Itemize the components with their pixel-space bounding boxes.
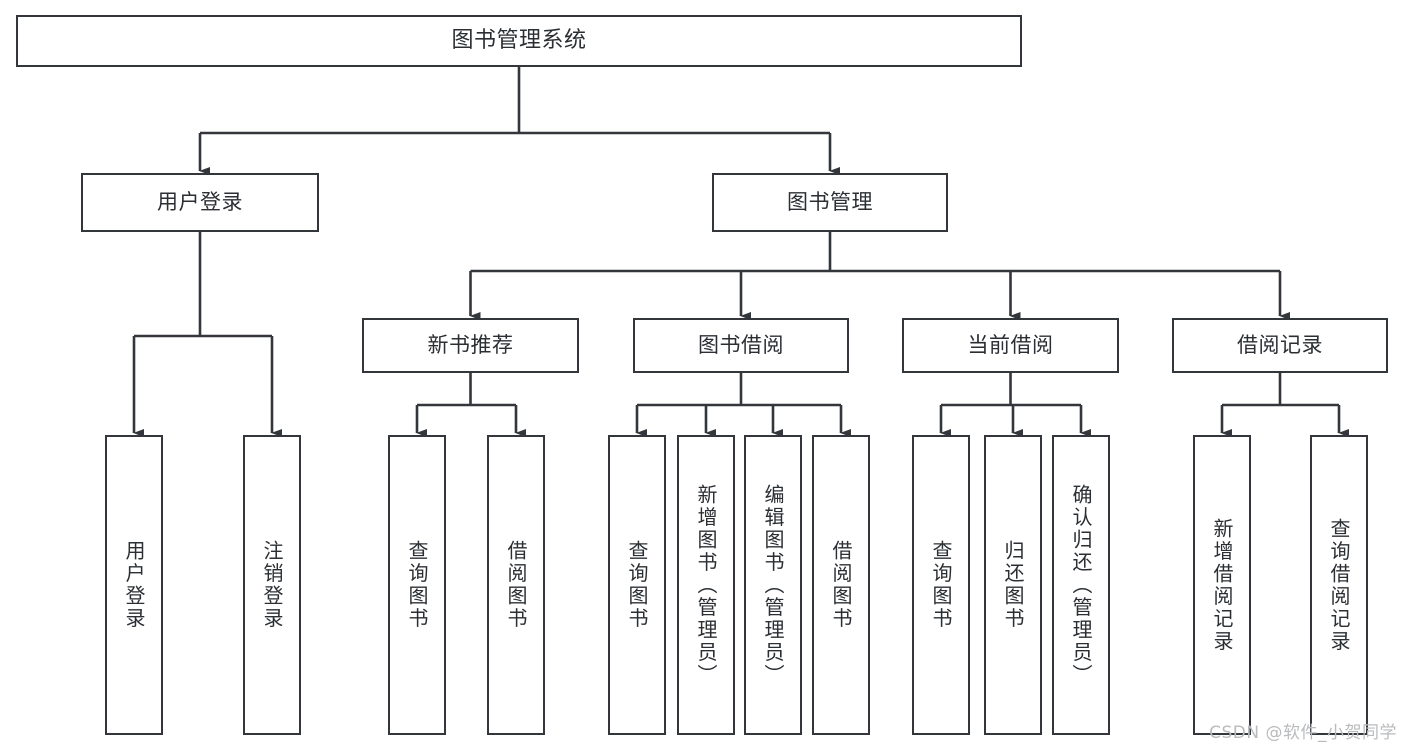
node-leaf-10[interactable]: 归还图书 — [984, 435, 1042, 735]
node-label: 借阅图书 — [504, 540, 528, 630]
node-label: 用户登录 — [122, 540, 146, 630]
node-leaf-11[interactable]: 确认归还（管理员） — [1052, 435, 1110, 735]
node-leaf-9[interactable]: 查询图书 — [912, 435, 970, 735]
node-bookmgmt[interactable]: 图书管理 — [712, 173, 948, 232]
node-root[interactable]: 图书管理系统 — [16, 15, 1022, 67]
node-leaf-7[interactable]: 编辑图书（管理员） — [744, 435, 802, 735]
node-label: 查询图书 — [405, 540, 429, 630]
node-label: 归还图书 — [1001, 540, 1025, 630]
node-label: 用户登录 — [157, 189, 243, 214]
node-label: 查询图书 — [625, 540, 649, 630]
node-label: 新增图书（管理员） — [694, 483, 718, 687]
node-label: 编辑图书（管理员） — [761, 483, 785, 687]
node-label: 图书借阅 — [698, 332, 784, 357]
node-login[interactable]: 用户登录 — [81, 173, 319, 232]
node-label: 借阅记录 — [1237, 332, 1323, 357]
node-leaf-8[interactable]: 借阅图书 — [812, 435, 870, 735]
node-label: 当前借阅 — [967, 332, 1054, 357]
node-label: 查询图书 — [929, 540, 953, 630]
node-leaf-12[interactable]: 新增借阅记录 — [1193, 435, 1251, 735]
node-label: 确认归还（管理员） — [1069, 483, 1093, 687]
node-label: 图书管理系统 — [451, 27, 587, 53]
node-leaf-13[interactable]: 查询借阅记录 — [1310, 435, 1368, 735]
node-label: 图书管理 — [787, 189, 873, 214]
node-leaf-3[interactable]: 查询图书 — [388, 435, 446, 735]
node-label: 注销登录 — [260, 540, 284, 630]
node-leaf-2[interactable]: 注销登录 — [243, 435, 301, 735]
node-borrowbook[interactable]: 图书借阅 — [633, 318, 849, 373]
node-label: 新书推荐 — [427, 332, 514, 357]
node-label: 新增借阅记录 — [1210, 517, 1234, 653]
node-leaf-5[interactable]: 查询图书 — [608, 435, 666, 735]
node-current[interactable]: 当前借阅 — [902, 318, 1119, 373]
node-label: 借阅图书 — [829, 540, 853, 630]
watermark-text: CSDN @软件_小贺同学 — [1209, 723, 1397, 743]
node-label: 查询借阅记录 — [1327, 517, 1351, 653]
node-records[interactable]: 借阅记录 — [1172, 318, 1388, 373]
node-leaf-4[interactable]: 借阅图书 — [487, 435, 545, 735]
node-leaf-1[interactable]: 用户登录 — [105, 435, 163, 735]
node-leaf-6[interactable]: 新增图书（管理员） — [677, 435, 735, 735]
node-newbook[interactable]: 新书推荐 — [362, 318, 579, 373]
